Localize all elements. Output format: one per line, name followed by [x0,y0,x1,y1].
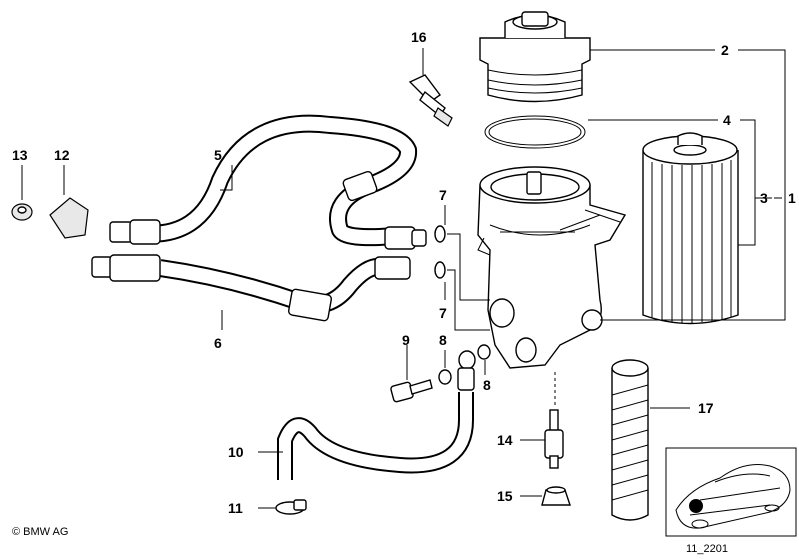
callout-3: 3 [760,190,768,206]
o-ring [484,115,586,149]
leader-lines [21,48,786,509]
location-marker [689,499,703,513]
callout-10: 10 [228,444,244,460]
callout-12: 12 [54,147,70,163]
callout-15: 15 [497,488,513,504]
callout-8-right: 8 [483,377,491,393]
grommet-13 [11,203,33,221]
callout-6: 6 [214,335,222,351]
callout-9: 9 [402,332,410,348]
copyright: © BMW AG [12,526,68,538]
callout-8-left: 8 [439,332,447,348]
clamp-11 [275,499,307,515]
callout-13: 13 [12,147,28,163]
seal-rings-7 [434,225,446,279]
bracket-12 [49,197,89,239]
washers-8 [438,344,491,385]
callout-5: 5 [214,147,222,163]
car-locator-thumbnail [665,447,797,537]
oil-pressure-sensor [408,74,453,127]
callout-7-top: 7 [439,187,447,203]
callout-17: 17 [698,400,714,416]
stud-14 [544,409,564,469]
hose-5 [109,114,427,250]
nut-15 [541,486,571,506]
bolt-9 [390,379,433,403]
filter-element [642,132,739,325]
hose-6 [91,254,411,322]
filter-insert-17 [611,359,649,521]
callout-7-bottom: 7 [439,305,447,321]
filter-housing [477,166,627,369]
callout-2: 2 [721,42,729,58]
callout-4: 4 [723,112,731,128]
callout-16: 16 [411,29,427,45]
filter-cap [479,11,591,103]
callout-14: 14 [497,432,513,448]
hose-10 [277,392,474,480]
callout-11: 11 [228,500,243,516]
callouts: 1 2 3 4 5 6 7 7 8 8 9 10 11 12 13 14 15 … [12,29,796,516]
banjo-fitting [457,350,476,391]
callout-1: 1 [788,190,796,206]
image-code: 11_2201 [686,543,728,555]
